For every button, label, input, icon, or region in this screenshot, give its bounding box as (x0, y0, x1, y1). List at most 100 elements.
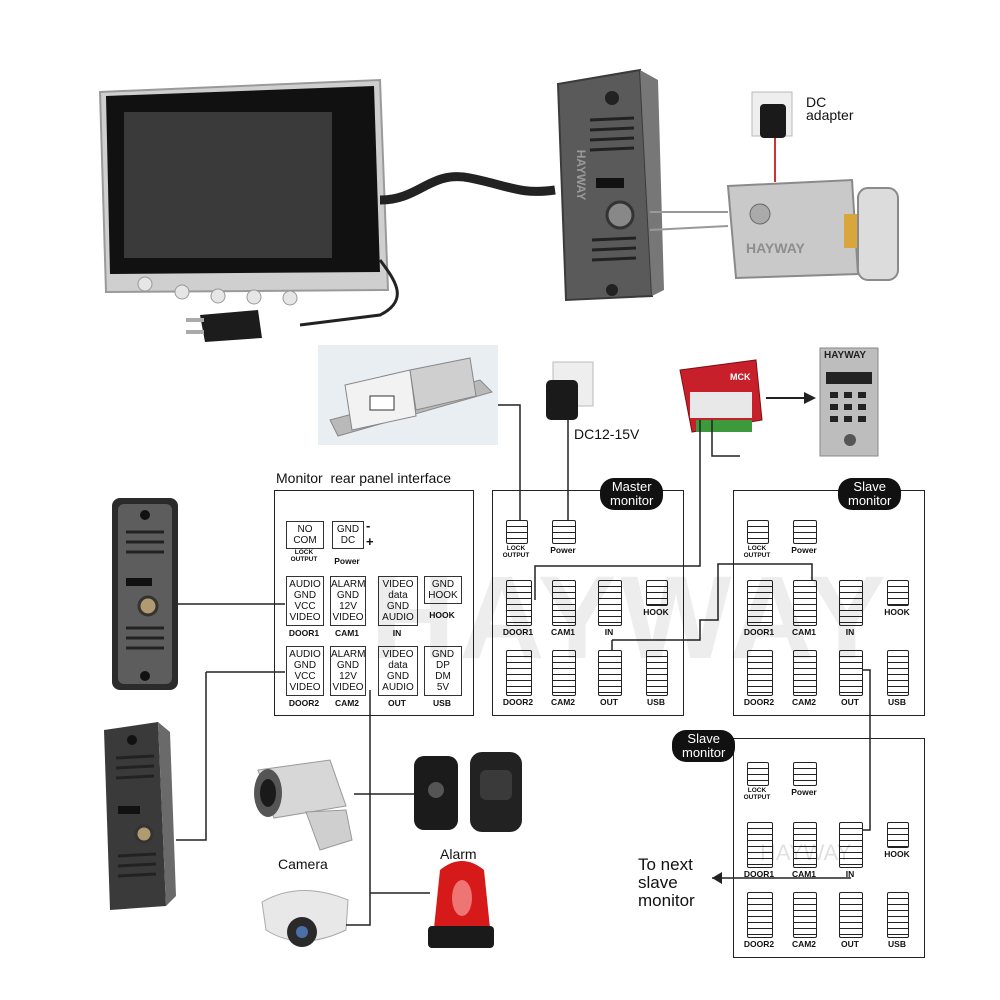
master-out-connector (598, 650, 622, 696)
watermark-small: HAYWAY (760, 840, 852, 865)
panel-brand-text: HAYWAY (824, 350, 867, 361)
dc-adapter-label: DC adapter (806, 94, 854, 123)
master-power-connector (552, 520, 576, 544)
slave1-door2-label: DOOR2 (743, 697, 775, 707)
slave2-hook-connector (887, 822, 909, 848)
master-usb-label: USB (647, 697, 665, 707)
drop-bolt-lock-image (318, 345, 498, 445)
slave2-door2-label: DOOR2 (743, 939, 775, 949)
doorbell-camera-2-image (104, 722, 176, 910)
slave2-in-connector (839, 822, 863, 868)
rear-panel-title: Monitor rear panel interface (276, 470, 452, 486)
hook-cell: GND HOOK (424, 576, 462, 604)
slave1-power-connector (793, 520, 817, 544)
master-in-connector (598, 580, 622, 626)
slave1-power-label: Power (791, 545, 817, 555)
mck-module-image (679, 359, 816, 433)
slave1-cam1-label: CAM1 (791, 627, 817, 637)
master-monitor-box (492, 490, 684, 716)
usb-tag: USB (433, 698, 451, 708)
master-door1-label: DOOR1 (502, 627, 534, 637)
outdoor-doorbell-image (556, 68, 664, 302)
master-cam1-label: CAM1 (550, 627, 576, 637)
slave2-hook-label: HOOK (884, 849, 910, 859)
slave2-cam1-connector (793, 822, 817, 868)
bullet-camera-image (254, 759, 353, 851)
slave2-door1-label: DOOR1 (743, 869, 775, 879)
out-cell: VIDEO data GND AUDIO (378, 646, 418, 696)
camera-label: Camera (278, 856, 328, 872)
slave1-hook-connector (887, 580, 909, 606)
slave1-cam2-connector (793, 650, 817, 696)
cam1-tag: CAM1 (334, 628, 360, 638)
slave1-cam1-connector (793, 580, 817, 626)
keypad-panel-image (819, 347, 879, 457)
slave2-door1-connector (747, 822, 773, 868)
slave2-usb-connector (887, 892, 909, 938)
master-out-label: OUT (600, 697, 618, 707)
usb-cell: GND DP DM 5V (424, 646, 462, 696)
slave1-cam2-label: CAM2 (791, 697, 817, 707)
slave-monitor-2-label: Slave monitor (672, 730, 736, 762)
slave-monitor-2-box (733, 738, 925, 958)
slave2-in-label: IN (845, 869, 855, 879)
slave2-out-connector (839, 892, 863, 938)
master-door2-label: DOOR2 (502, 697, 534, 707)
indoor-monitor-image (98, 78, 556, 342)
master-lock-connector (506, 520, 528, 544)
master-usb-connector (646, 650, 668, 696)
slave2-lock-connector (747, 762, 769, 786)
master-cam2-label: CAM2 (550, 697, 576, 707)
master-lock-label: LOCK OUTPUT (502, 545, 530, 559)
power-cell: GND DC (332, 521, 364, 549)
slave1-door1-label: DOOR1 (743, 627, 775, 637)
mck-label: MCK (730, 372, 751, 382)
slave1-out-label: OUT (841, 697, 859, 707)
watermark: HAYWAY (370, 552, 891, 684)
master-cam1-connector (552, 580, 576, 626)
slave2-cam2-connector (793, 892, 817, 938)
slave2-out-label: OUT (841, 939, 859, 949)
slave1-in-connector (839, 580, 863, 626)
slave-monitor-1-label: Slave monitor (838, 478, 902, 510)
slave1-hook-label: HOOK (884, 607, 910, 617)
master-door2-connector (506, 650, 532, 696)
door1-tag: DOOR1 (288, 628, 320, 638)
in-cell: VIDEO data GND AUDIO (378, 576, 418, 626)
slave2-cam2-label: CAM2 (791, 939, 817, 949)
door1-cell: AUDIO GND VCC VIDEO (286, 576, 324, 626)
slave2-power-label: Power (791, 787, 817, 797)
dome-camera-image (261, 890, 349, 947)
door2-tag: DOOR2 (288, 698, 320, 708)
cam2-tag: CAM2 (334, 698, 360, 708)
cam2-cell: ALARM GND 12V VIDEO (330, 646, 366, 696)
master-door1-connector (506, 580, 532, 626)
cam1-cell: ALARM GND 12V VIDEO (330, 576, 366, 626)
lock-output-tag: LOCK OUTPUT (290, 549, 318, 563)
in-tag: IN (392, 628, 402, 638)
slave1-door1-connector (747, 580, 773, 626)
slave1-usb-label: USB (888, 697, 906, 707)
master-hook-connector (646, 580, 668, 606)
dc12-adapter-image (546, 361, 594, 420)
to-next-slave-label: To next slave monitor (638, 855, 695, 910)
slave1-usb-connector (887, 650, 909, 696)
lock-output-cell: NO COM (286, 521, 324, 549)
slave1-door2-connector (747, 650, 773, 696)
slave-monitor-1-box (733, 490, 925, 716)
slave2-door2-connector (747, 892, 773, 938)
doorbell-camera-1-image (112, 498, 178, 690)
electric-lock-image (649, 178, 899, 281)
master-in-label: IN (604, 627, 614, 637)
lock-brand-text: HAYWAY (746, 240, 805, 256)
hook-tag: HOOK (429, 610, 455, 620)
master-monitor-label: Master monitor (600, 478, 664, 510)
slave1-lock-label: LOCK OUTPUT (743, 545, 771, 559)
dc-adapter-image (751, 91, 793, 182)
beam-detector-image (414, 752, 522, 832)
master-cam2-connector (552, 650, 576, 696)
slave1-lock-connector (747, 520, 769, 544)
